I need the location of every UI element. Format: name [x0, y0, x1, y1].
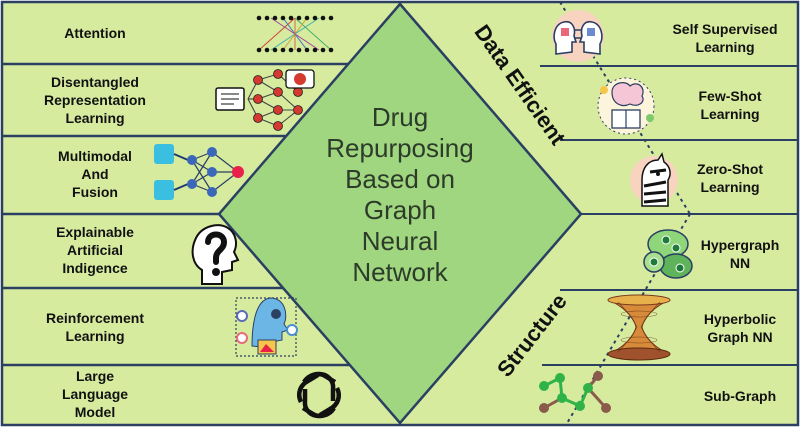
- center-title: Drug Repurposing Based on Graph Neural N…: [315, 102, 485, 288]
- item-label: Learning: [700, 179, 760, 195]
- hyperbolic-surface-icon: [607, 294, 671, 361]
- right-item-few-shot: Few-Shot Learning: [670, 87, 790, 123]
- item-label: Fusion: [72, 184, 118, 200]
- center-title-line: Drug: [371, 102, 429, 132]
- item-label: Few-Shot: [698, 88, 762, 104]
- hypergraph-icon: [643, 229, 693, 279]
- right-item-subgraph: Sub-Graph: [690, 387, 790, 405]
- right-row-separators: [540, 65, 798, 366]
- item-label: Graph NN: [707, 329, 773, 345]
- item-label: Model: [74, 404, 116, 420]
- left-item-reinforcement: Reinforcement Learning: [20, 309, 170, 345]
- fusion-network-icon: [154, 144, 244, 200]
- item-label: Hyperbolic: [703, 311, 777, 327]
- left-item-explainable: Explainable Artificial Indigence: [20, 223, 170, 277]
- openai-logo-icon: [297, 371, 341, 419]
- item-label: Language: [61, 386, 129, 402]
- item-label: Reinforcement: [45, 310, 145, 326]
- left-item-disentangled: Disentangled Representation Learning: [20, 73, 170, 127]
- item-label: Hypergraph: [700, 237, 780, 253]
- left-item-llm: Large Language Model: [20, 367, 170, 421]
- item-label: Learning: [65, 328, 125, 344]
- left-row-separators: [2, 62, 366, 367]
- item-label: Sub-Graph: [703, 388, 777, 404]
- center-diamond: [217, 2, 583, 425]
- center-title-line: Based on: [345, 164, 455, 194]
- zebra-icon: [630, 152, 678, 207]
- center-title-line: Neural: [361, 226, 439, 256]
- item-label: NN: [729, 255, 751, 271]
- item-label: Multimodal: [58, 148, 132, 164]
- item-label: Disentangled: [51, 74, 139, 90]
- disentangled-network-icon: [215, 69, 315, 131]
- two-heads-icon: [552, 10, 604, 62]
- right-item-hyperbolic: Hyperbolic Graph NN: [685, 310, 795, 346]
- item-label: Learning: [65, 110, 125, 126]
- item-label: Artificial: [66, 242, 123, 258]
- left-item-attention: Attention: [20, 24, 170, 42]
- robot-head-icon: [235, 297, 298, 357]
- left-item-multimodal: Multimodal And Fusion: [20, 147, 170, 201]
- center-title-line: Repurposing: [326, 133, 474, 163]
- item-label: Zero-Shot: [696, 161, 764, 177]
- book-brain-icon: [597, 77, 655, 135]
- item-label: And: [81, 166, 109, 182]
- item-label: Learning: [700, 106, 760, 122]
- item-label: Representation: [44, 92, 146, 108]
- right-item-self-supervised: Self Supervised Learning: [655, 20, 795, 56]
- item-label: Large: [75, 368, 115, 384]
- item-label: Explainable: [56, 224, 134, 240]
- attention-network-icon: [256, 15, 334, 53]
- item-label: Self Supervised: [672, 21, 778, 37]
- question-head-icon: [191, 224, 240, 285]
- item-label: Attention: [64, 25, 126, 41]
- center-title-line: Graph: [363, 195, 437, 225]
- item-label: Learning: [695, 39, 755, 55]
- item-label: Indigence: [62, 260, 128, 276]
- right-item-zero-shot: Zero-Shot Learning: [670, 160, 790, 196]
- center-title-line: Network: [352, 257, 448, 287]
- subgraph-icon: [539, 371, 611, 413]
- right-item-hypergraph: Hypergraph NN: [685, 236, 795, 272]
